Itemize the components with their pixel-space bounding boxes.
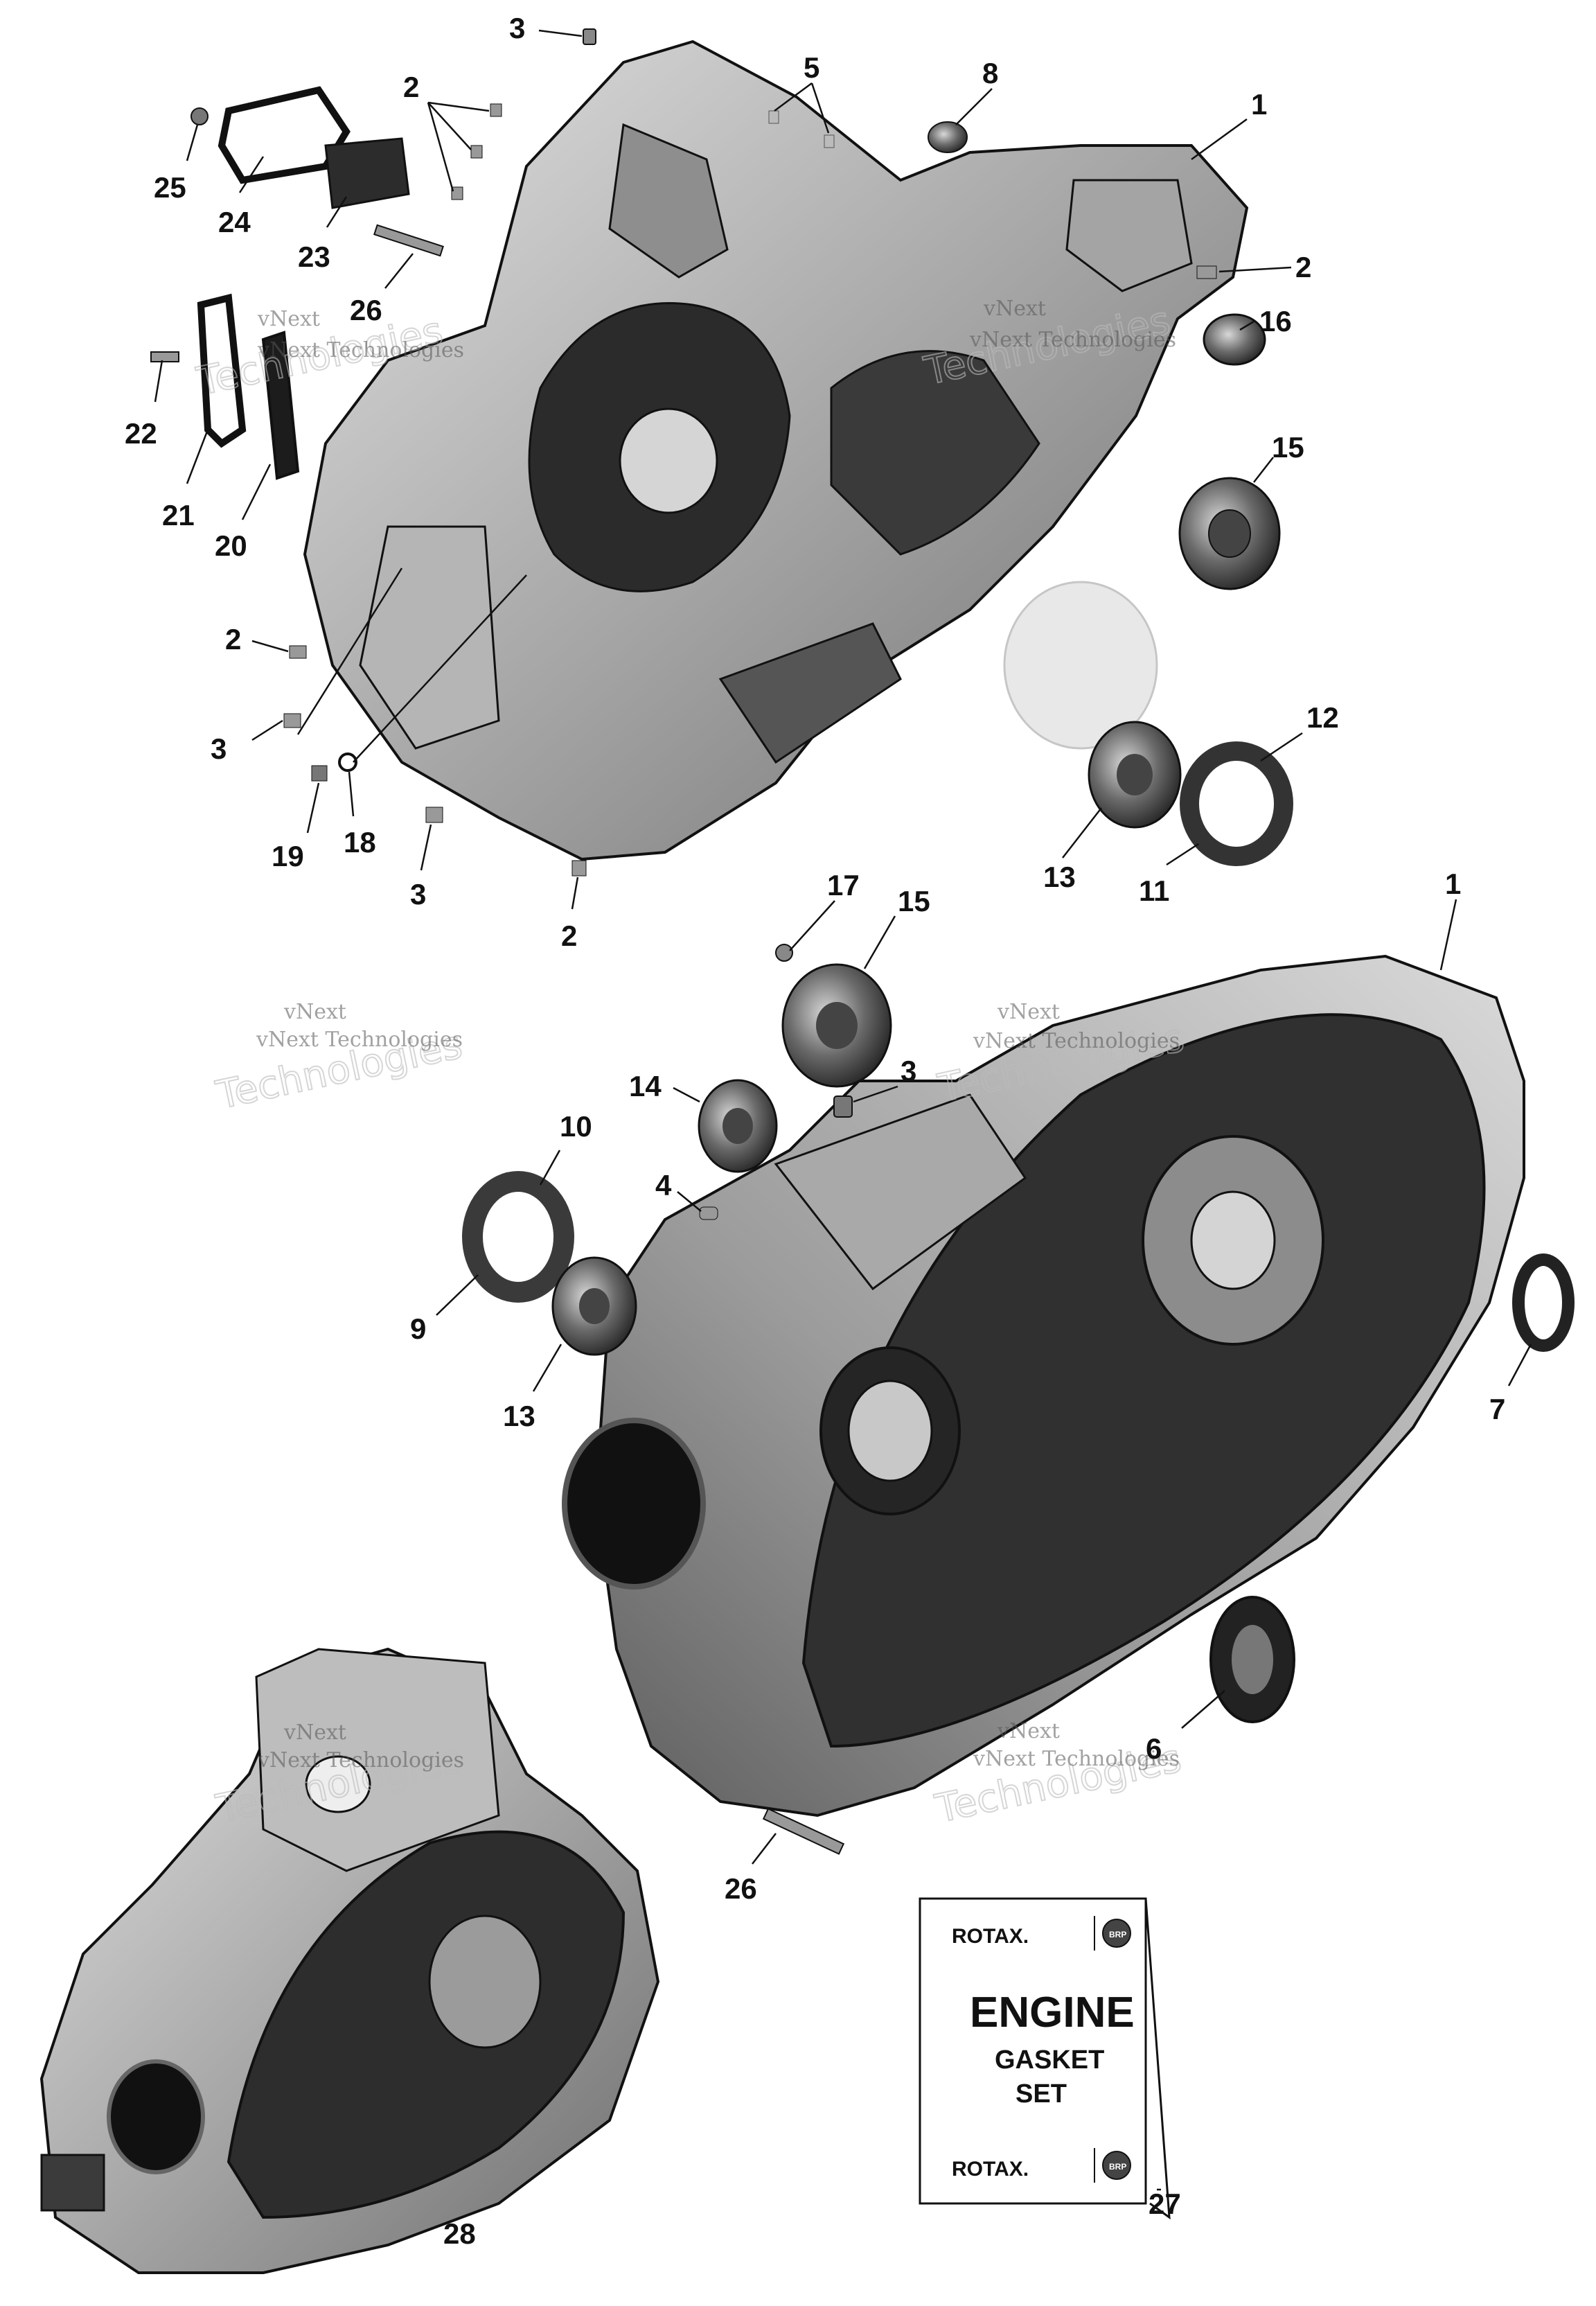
watermark-line1-6: vNext [997,1719,1060,1743]
watermark-line1-2: vNext [983,297,1046,321]
dowel-5b [824,134,835,148]
card-brand-top: ROTAX. [952,1925,1029,1948]
callout-18: 18 [344,826,376,859]
dowel-2-left [289,645,307,659]
callout-2: 2 [403,71,419,103]
callout-15: 15 [1272,431,1304,464]
callout-22: 22 [125,417,157,450]
bolt-26-bottom [762,1808,845,1855]
callout-2-right: 2 [1295,251,1311,283]
seal-housing-ghost [1003,581,1158,750]
brp-badge-top [1102,1919,1131,1948]
watermark-line1-4: vNext [997,1000,1060,1024]
callout-26: 26 [350,294,382,326]
bushing-16 [1203,313,1266,366]
ring-12-11 [1180,741,1293,866]
callout-9: 9 [410,1312,426,1345]
plug-3-mid [833,1095,853,1118]
plug-19 [311,765,328,782]
callout-25: 25 [154,171,186,204]
oring-18 [338,752,357,772]
callout-14: 14 [629,1070,662,1102]
callout-3-left: 3 [211,732,227,765]
callout-1: 1 [1251,88,1267,121]
callout-28: 28 [443,2217,476,2250]
dowel-4 [699,1206,718,1220]
callout-26-bottom: 26 [725,1872,757,1905]
callout-labels: 3 5 8 1 2 25 24 23 26 22 21 20 2 16 15 2… [125,12,1505,2250]
callout-10: 10 [560,1110,592,1143]
watermark-line2-1: vNext Technologies [257,338,464,362]
screw-22 [150,351,179,362]
card-subtitle-2: SET [1016,2079,1067,2109]
small-parts-upper [150,28,1293,877]
watermark-line2-2: vNext Technologies [969,328,1176,352]
badge-text-top: BRP [1109,1930,1126,1939]
small-parts-lower [462,944,1575,1855]
callout-8: 8 [982,57,998,89]
dowel-2-bottom [571,860,587,877]
watermark-line2-6: vNext Technologies [973,1747,1180,1771]
screw-25 [190,107,209,125]
watermark-line1-5: vNext [283,1720,346,1745]
callout-13: 13 [1043,861,1076,893]
dowel-2a [490,103,502,117]
cover-23 [324,137,410,209]
callout-21: 21 [162,499,195,531]
gasket-20 [261,331,300,480]
seal-8 [928,121,968,153]
callout-4: 4 [655,1169,672,1202]
gasket-set-card-27 [919,1897,1171,2220]
card-title: ENGINE [970,1989,1135,2036]
callout-13-mid: 13 [503,1400,535,1432]
callout-17: 17 [827,869,860,901]
plug-3-left [283,713,301,728]
watermark-line2-5: vNext Technologies [257,1748,464,1772]
dowel-2b [470,145,483,159]
watermark-line1-3: vNext [283,1000,346,1024]
callout-11: 11 [1139,874,1169,907]
callout-6: 6 [1146,1732,1162,1765]
crankcase-lower-half [562,954,1525,1817]
dowel-2-right [1196,265,1217,279]
watermark-line2-4: vNext Technologies [973,1029,1180,1053]
watermark-line2-3: vNext Technologies [256,1028,463,1052]
callout-12: 12 [1306,701,1339,734]
callout-20: 20 [215,529,247,562]
badge-text-bottom: BRP [1109,2162,1126,2172]
dowel-5a [768,110,779,124]
screw-17 [775,944,793,962]
card-brand-bottom: ROTAX. [952,2158,1029,2181]
callout-2-bottom: 2 [561,919,577,952]
leader-lines [154,29,1532,2191]
bolt-26-top [373,224,444,257]
seal-7 [1512,1253,1575,1352]
callout-2-left: 2 [225,623,241,655]
plug-3-bottom [425,807,443,823]
callout-27: 27 [1149,2188,1181,2220]
callout-16: 16 [1259,305,1292,337]
callout-3: 3 [509,12,525,44]
complete-engine-28 [39,1647,660,2274]
callout-3-bottom: 3 [410,878,426,910]
callout-7: 7 [1489,1393,1505,1425]
callout-23: 23 [298,240,330,273]
ring-10-9 [462,1171,574,1303]
dowel-2c [451,186,463,200]
plug-3-top [583,28,596,45]
callout-24: 24 [218,206,251,238]
watermark-line1-1: vNext [257,307,320,331]
callout-1-lower: 1 [1445,868,1461,900]
brp-badge-bottom [1102,2151,1131,2180]
callout-5: 5 [804,51,819,84]
callout-19: 19 [272,840,304,872]
gasket-21 [197,293,247,448]
crankcase-upper-half [303,39,1249,861]
callout-3-mid: 3 [901,1055,916,1087]
gasket-24 [218,86,351,184]
callout-15-mid: 15 [898,885,930,917]
card-subtitle-1: GASKET [995,2045,1104,2075]
